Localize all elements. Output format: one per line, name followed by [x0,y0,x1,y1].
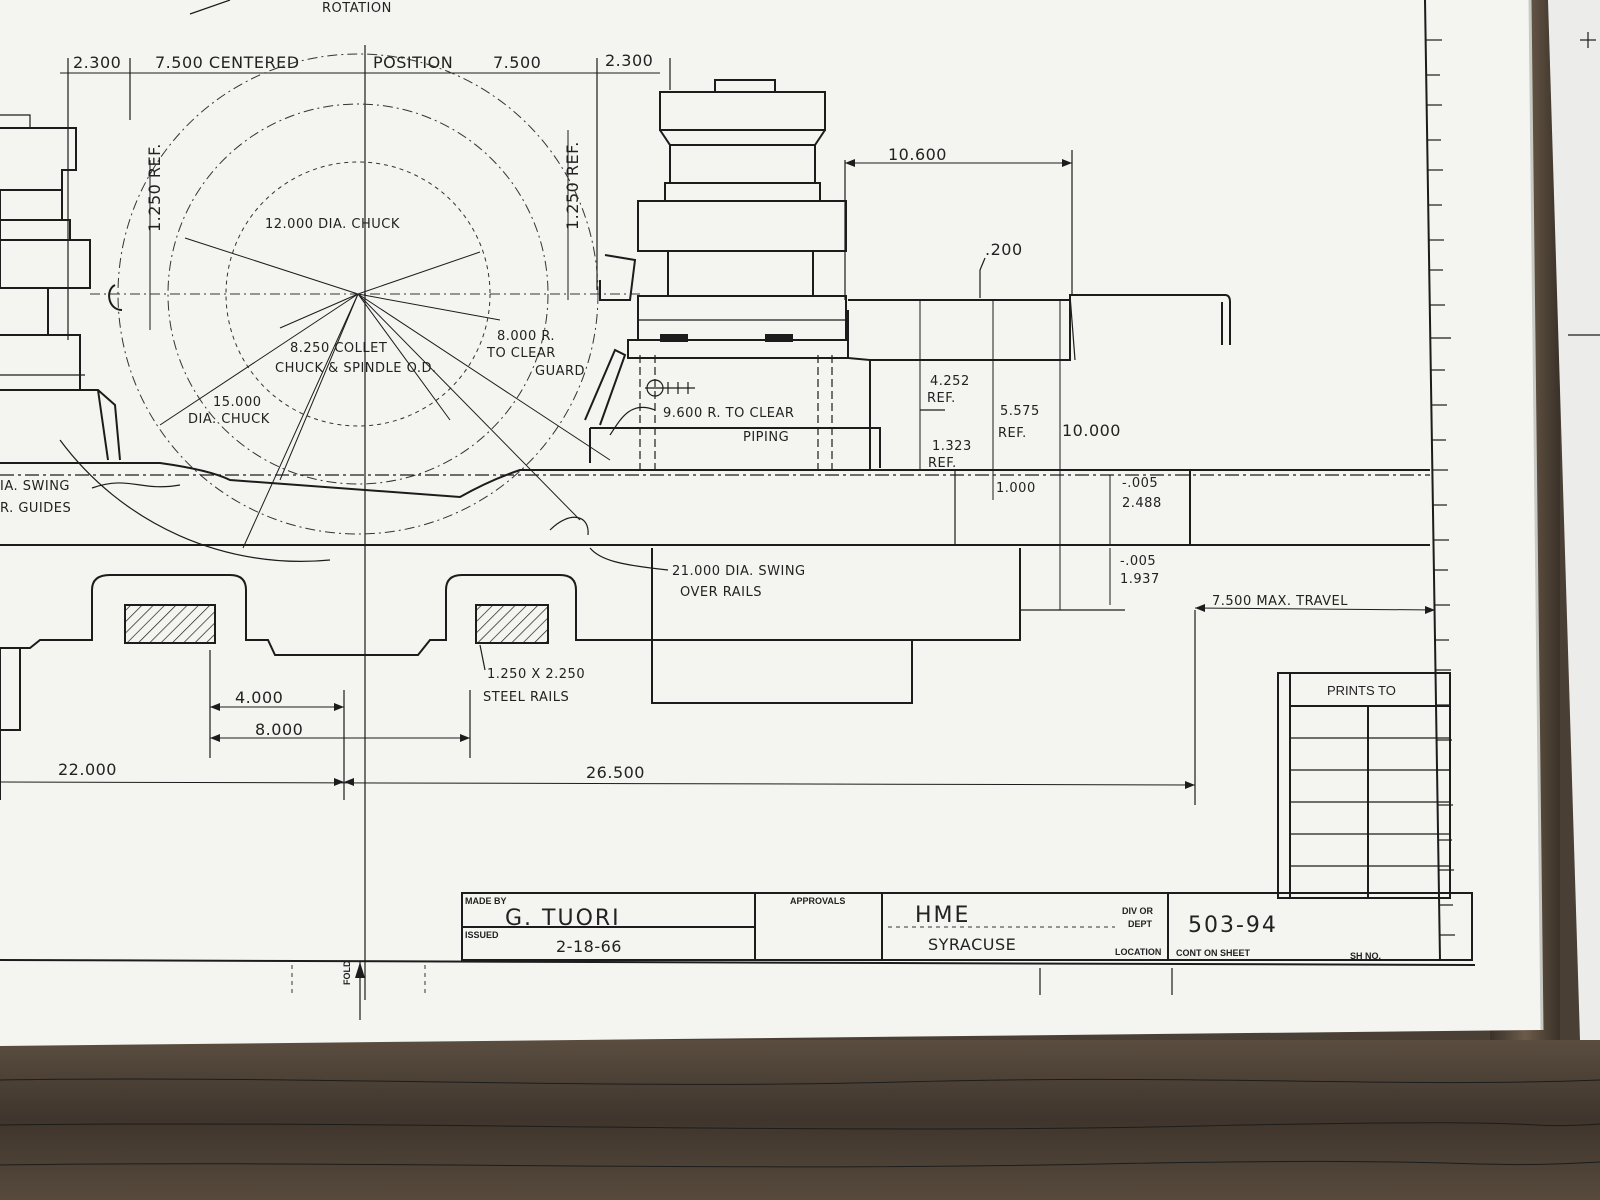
drawing-number: 503-94 [1188,913,1278,938]
chuck-swing-circles: 12.000 DIA. CHUCK 8.250 COLLET CHUCK & S… [0,53,640,562]
tol-1a: -.005 [1122,476,1158,491]
dim-10000: 10.000 [1062,421,1121,440]
right-dimension-stack: 10.600 .200 4.252 REF. 5.575 REF. 10.000… [844,145,1436,614]
dim-7500-right: 7.500 [493,53,541,72]
issued-value: 2-18-66 [556,937,622,956]
top-dimension-chain: ROTATION 2.300 7.500 CENTERED POSITION 7… [60,0,671,1000]
fold-mark-label: FOLD [342,960,352,985]
rotation-label: ROTATION [322,1,392,16]
div-or-label: DIV OR [1122,906,1154,916]
made-by-value: G. TUORI [505,906,621,931]
dim-2300-right: 2.300 [605,51,653,70]
label-rails-1: 1.250 X 2.250 [487,667,585,682]
label-collet-2: CHUCK & SPINDLE O.D. [275,361,437,376]
label-rails-2: STEEL RAILS [483,690,569,705]
max-travel: 7.500 MAX. TRAVEL [1212,594,1348,609]
label-swing-rails-1: 21.000 DIA. SWING [672,564,806,579]
dim-26500: 26.500 [586,763,645,782]
issued-label: ISSUED [465,930,499,940]
ref-a: REF. [927,391,956,406]
label-collet-1: 8.250 COLLET [290,341,387,356]
dim-200: .200 [985,240,1023,259]
left-machine-head [0,114,123,461]
dim-1250-ref-left: 1.250 REF. [145,143,164,232]
made-by-label: MADE BY [465,896,507,906]
dim-4000: 4.000 [235,688,283,707]
label-swing-rails-2: OVER RAILS [680,585,762,600]
tol-2a: -.005 [1120,554,1156,569]
machine-bed [0,462,1430,546]
blueprint-sheet [0,0,1544,1046]
label-piping-2: PIPING [743,430,789,445]
right-spindle-head: 9.600 R. TO CLEAR PIPING [584,79,881,470]
label-15000-1: 15.000 [213,395,262,410]
location-label: LOCATION [1115,947,1161,957]
dim-22000: 22.000 [58,760,117,779]
dim-5575: 5.575 [1000,404,1040,419]
ref-b: REF. [998,426,1027,441]
division-value: HME [915,903,970,928]
dim-7500-centered: 7.500 CENTERED [155,53,300,72]
label-guard-1: 8.000 R. [497,329,555,344]
dim-1000: 1.000 [996,481,1036,496]
tol-2b: 1.937 [1120,572,1160,587]
dim-1323: 1.323 [932,439,972,454]
label-swing-guides-2: R. GUIDES [0,501,71,516]
label-swing-guides-1: IA. SWING [0,479,70,494]
label-guard-3: GUARD [535,364,585,379]
prints-to-table: PRINTS TO [1277,672,1451,899]
title-block: MADE BY G. TUORI ISSUED 2-18-66 APPROVAL… [461,892,1473,961]
rails-and-base: 1.250 X 2.250 STEEL RAILS 21.000 DIA. SW… [0,547,1021,800]
dim-position: POSITION [373,53,453,72]
ref-c: REF. [928,456,957,471]
location-value: SYRACUSE [928,935,1016,954]
tol-1b: 2.488 [1122,496,1162,511]
dim-8000: 8.000 [255,720,303,739]
label-15000-2: DIA. CHUCK [188,412,270,427]
adjacent-sheet [1548,0,1600,1040]
dim-2300-left: 2.300 [73,53,121,72]
dim-10600: 10.600 [888,145,947,164]
cont-on-sheet-label: CONT ON SHEET [1176,948,1251,958]
right-bracket [848,294,1231,361]
label-guard-2: TO CLEAR [486,346,556,361]
dept-label: DEPT [1128,919,1153,929]
label-12000-chuck: 12.000 DIA. CHUCK [265,217,400,232]
prints-to-header: PRINTS TO [1327,683,1396,698]
dim-4252: 4.252 [930,374,970,389]
approvals-label: APPROVALS [790,896,845,906]
bottom-dimension-chain: 4.000 8.000 22.000 26.500 [0,610,1196,805]
label-piping-1: 9.600 R. TO CLEAR [663,406,794,421]
sh-no-label: SH NO. [1350,951,1381,961]
